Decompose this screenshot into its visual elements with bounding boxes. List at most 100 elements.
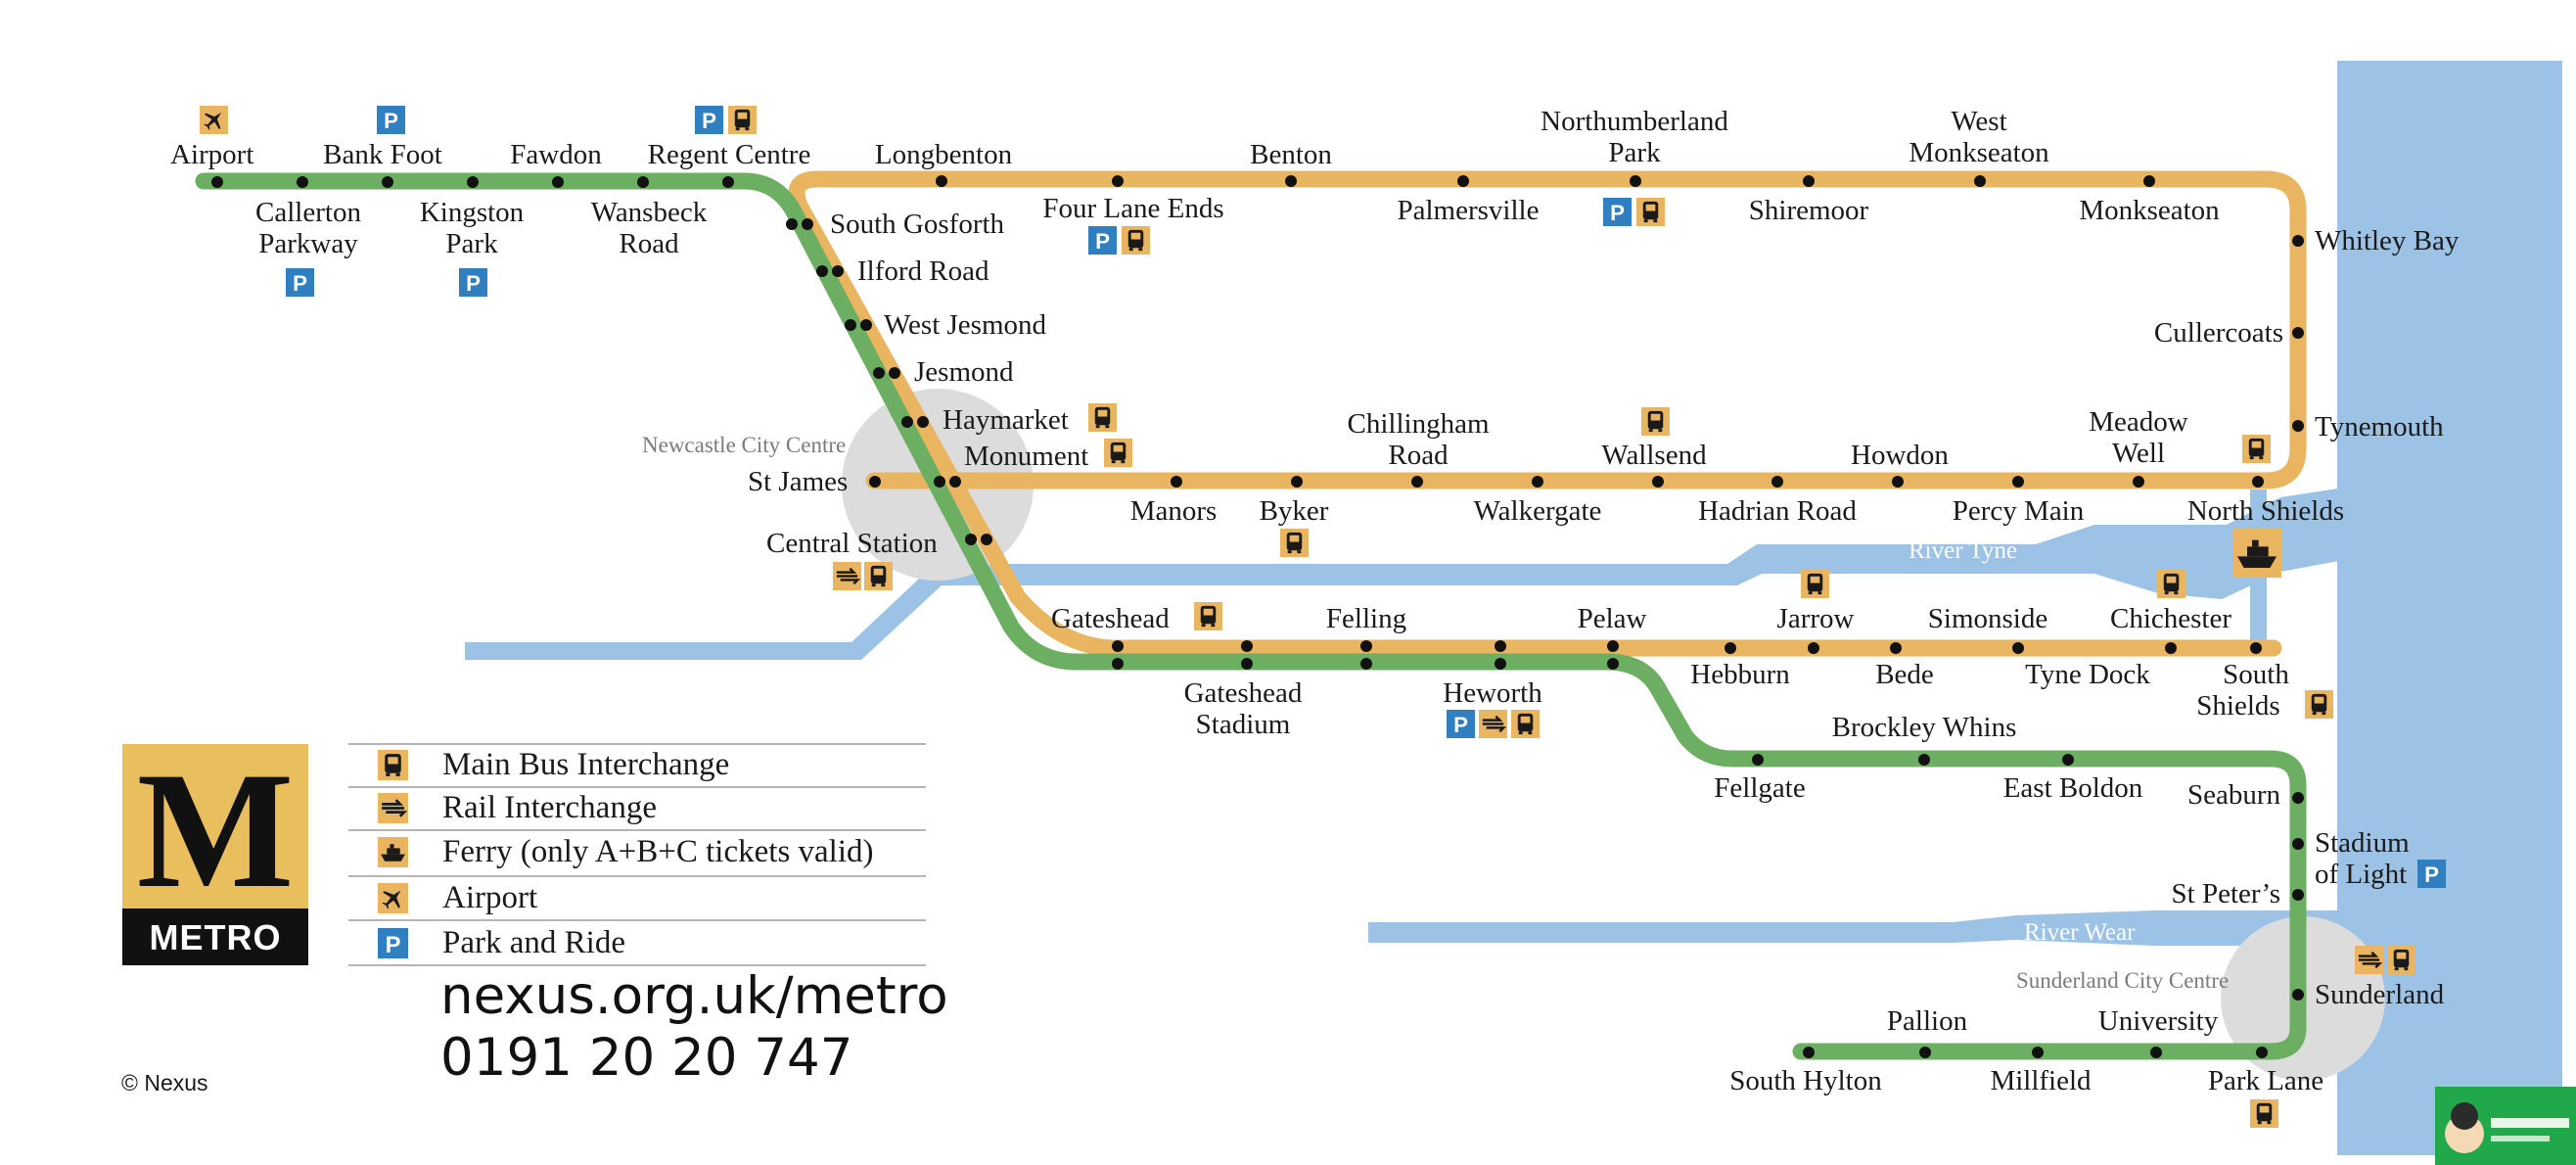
- station-felling: Felling: [1326, 603, 1406, 634]
- bus-icon: [1280, 529, 1309, 557]
- station-ilford-road: Ilford Road: [857, 256, 989, 287]
- station-west-monkseaton-line1: West: [1951, 106, 2006, 137]
- station-brockley-whins: Brockley Whins: [1832, 712, 2017, 743]
- rail-icon: [833, 562, 861, 590]
- station-meadow-well-line2: Well: [2112, 438, 2165, 469]
- station-bank-foot: Bank Foot: [323, 139, 442, 170]
- bus-icon: [864, 562, 893, 590]
- corner-watermark: [2435, 1087, 2576, 1165]
- station-stadium-of-light-line2: of Light: [2315, 859, 2407, 890]
- station-university: University: [2098, 1005, 2219, 1037]
- station-benton: Benton: [1250, 139, 1332, 170]
- station-meadow-well-line1: Meadow: [2089, 406, 2188, 438]
- station-central: Central Station: [766, 528, 938, 559]
- station-gateshead-stadium-line1: Gateshead: [1184, 677, 1303, 709]
- airport-icon: [378, 883, 408, 913]
- station-dots: [211, 175, 2304, 1058]
- station-manors: Manors: [1130, 495, 1218, 527]
- station-hadrian-road: Hadrian Road: [1698, 495, 1857, 527]
- parking-icon: [286, 268, 314, 297]
- bus-icon: [1636, 198, 1665, 226]
- metro-logo: M METRO: [122, 738, 308, 965]
- bus-icon: [1511, 710, 1540, 738]
- parking-icon: [378, 928, 408, 958]
- station-fellgate: Fellgate: [1714, 772, 1805, 804]
- station-longbenton: Longbenton: [875, 139, 1013, 170]
- metro-logo-letter: M: [137, 738, 294, 922]
- station-south-shields-line2: Shields: [2196, 690, 2279, 722]
- ferry-icon: [378, 837, 408, 867]
- station-cullercoats: Cullercoats: [2154, 317, 2283, 349]
- station-tynemouth: Tynemouth: [2315, 411, 2444, 443]
- station-simonside: Simonside: [1928, 603, 2047, 634]
- station-west-monkseaton-line2: Monkseaton: [1909, 137, 2049, 168]
- station-west-jesmond: West Jesmond: [884, 309, 1047, 341]
- parking-icon: [695, 106, 723, 134]
- metro-logo-word: METRO: [150, 917, 282, 957]
- river-tyne-label: River Tyne: [1909, 537, 2017, 564]
- phone-number: 0191 20 20 747: [440, 1028, 852, 1088]
- bus-icon: [2305, 690, 2333, 719]
- newcastle-centre-label: Newcastle City Centre: [642, 433, 846, 457]
- station-whitley-bay: Whitley Bay: [2315, 225, 2460, 256]
- station-east-boldon: East Boldon: [2003, 772, 2143, 804]
- parking-icon: [459, 268, 487, 297]
- river-wear-label: River Wear: [2024, 919, 2136, 946]
- legend-rail-label: Rail Interchange: [442, 790, 657, 825]
- bus-icon: [1194, 602, 1222, 630]
- bus-icon: [1104, 439, 1132, 467]
- station-south-shields-line1: South: [2223, 659, 2289, 690]
- station-pallion: Pallion: [1887, 1005, 1968, 1037]
- legend-park-label: Park and Ride: [442, 925, 625, 960]
- station-sunderland: Sunderland: [2315, 979, 2445, 1010]
- river-wear: [1368, 910, 2339, 946]
- sunderland-centre-label: Sunderland City Centre: [2016, 968, 2229, 993]
- legend-ferry-label: Ferry (only A+B+C tickets valid): [442, 834, 874, 869]
- station-northumberland-line2: Park: [1608, 137, 1661, 168]
- station-byker: Byker: [1260, 495, 1329, 527]
- station-chillingham-line1: Chillingham: [1348, 408, 1490, 440]
- station-howdon: Howdon: [1851, 440, 1949, 471]
- station-wansbeck-line2: Road: [619, 228, 679, 259]
- station-shiremoor: Shiremoor: [1749, 195, 1869, 226]
- rail-icon: [378, 793, 408, 823]
- bus-icon: [1122, 226, 1150, 255]
- station-jesmond: Jesmond: [914, 356, 1014, 388]
- station-jarrow: Jarrow: [1777, 603, 1855, 634]
- copyright: © Nexus: [121, 1070, 208, 1095]
- bus-icon: [2387, 946, 2415, 974]
- station-walkergate: Walkergate: [1474, 495, 1602, 527]
- legend: Main Bus Interchange Rail Interchange Fe…: [348, 743, 948, 1088]
- station-monument: Monument: [964, 441, 1088, 472]
- station-st-peters: St Peter’s: [2172, 878, 2280, 909]
- parking-icon: [1088, 226, 1117, 255]
- station-percy-main: Percy Main: [1953, 495, 2085, 527]
- rail-icon: [2355, 946, 2383, 974]
- station-chillingham-line2: Road: [1388, 440, 1449, 471]
- ferry-icon: [2232, 529, 2281, 578]
- station-callerton-line2: Parkway: [258, 228, 358, 259]
- station-seaburn: Seaburn: [2187, 779, 2281, 811]
- rail-icon: [1479, 710, 1507, 738]
- station-northumberland-line1: Northumberland: [1541, 106, 1728, 137]
- station-stadium-of-light-line1: Stadium: [2315, 827, 2410, 859]
- website-link[interactable]: nexus.org.uk/metro: [440, 966, 948, 1026]
- station-st-james: St James: [748, 466, 848, 497]
- bus-icon: [2242, 435, 2271, 463]
- station-hebburn: Hebburn: [1690, 659, 1790, 690]
- bus-icon: [2157, 570, 2185, 598]
- station-callerton-line1: Callerton: [255, 197, 361, 228]
- station-kingston-line1: Kingston: [420, 197, 525, 228]
- station-four-lane-ends: Four Lane Ends: [1042, 193, 1223, 224]
- bus-icon: [2250, 1099, 2278, 1128]
- parking-icon: [2417, 860, 2446, 888]
- station-wallsend: Wallsend: [1601, 440, 1707, 471]
- station-south-gosforth: South Gosforth: [830, 209, 1005, 240]
- airport-icon: [200, 106, 228, 134]
- yellow-line: [788, 170, 2307, 657]
- station-tyne-dock: Tyne Dock: [2025, 659, 2150, 690]
- station-chichester: Chichester: [2110, 603, 2231, 634]
- station-north-shields: North Shields: [2187, 495, 2344, 527]
- legend-bus-label: Main Bus Interchange: [442, 747, 729, 782]
